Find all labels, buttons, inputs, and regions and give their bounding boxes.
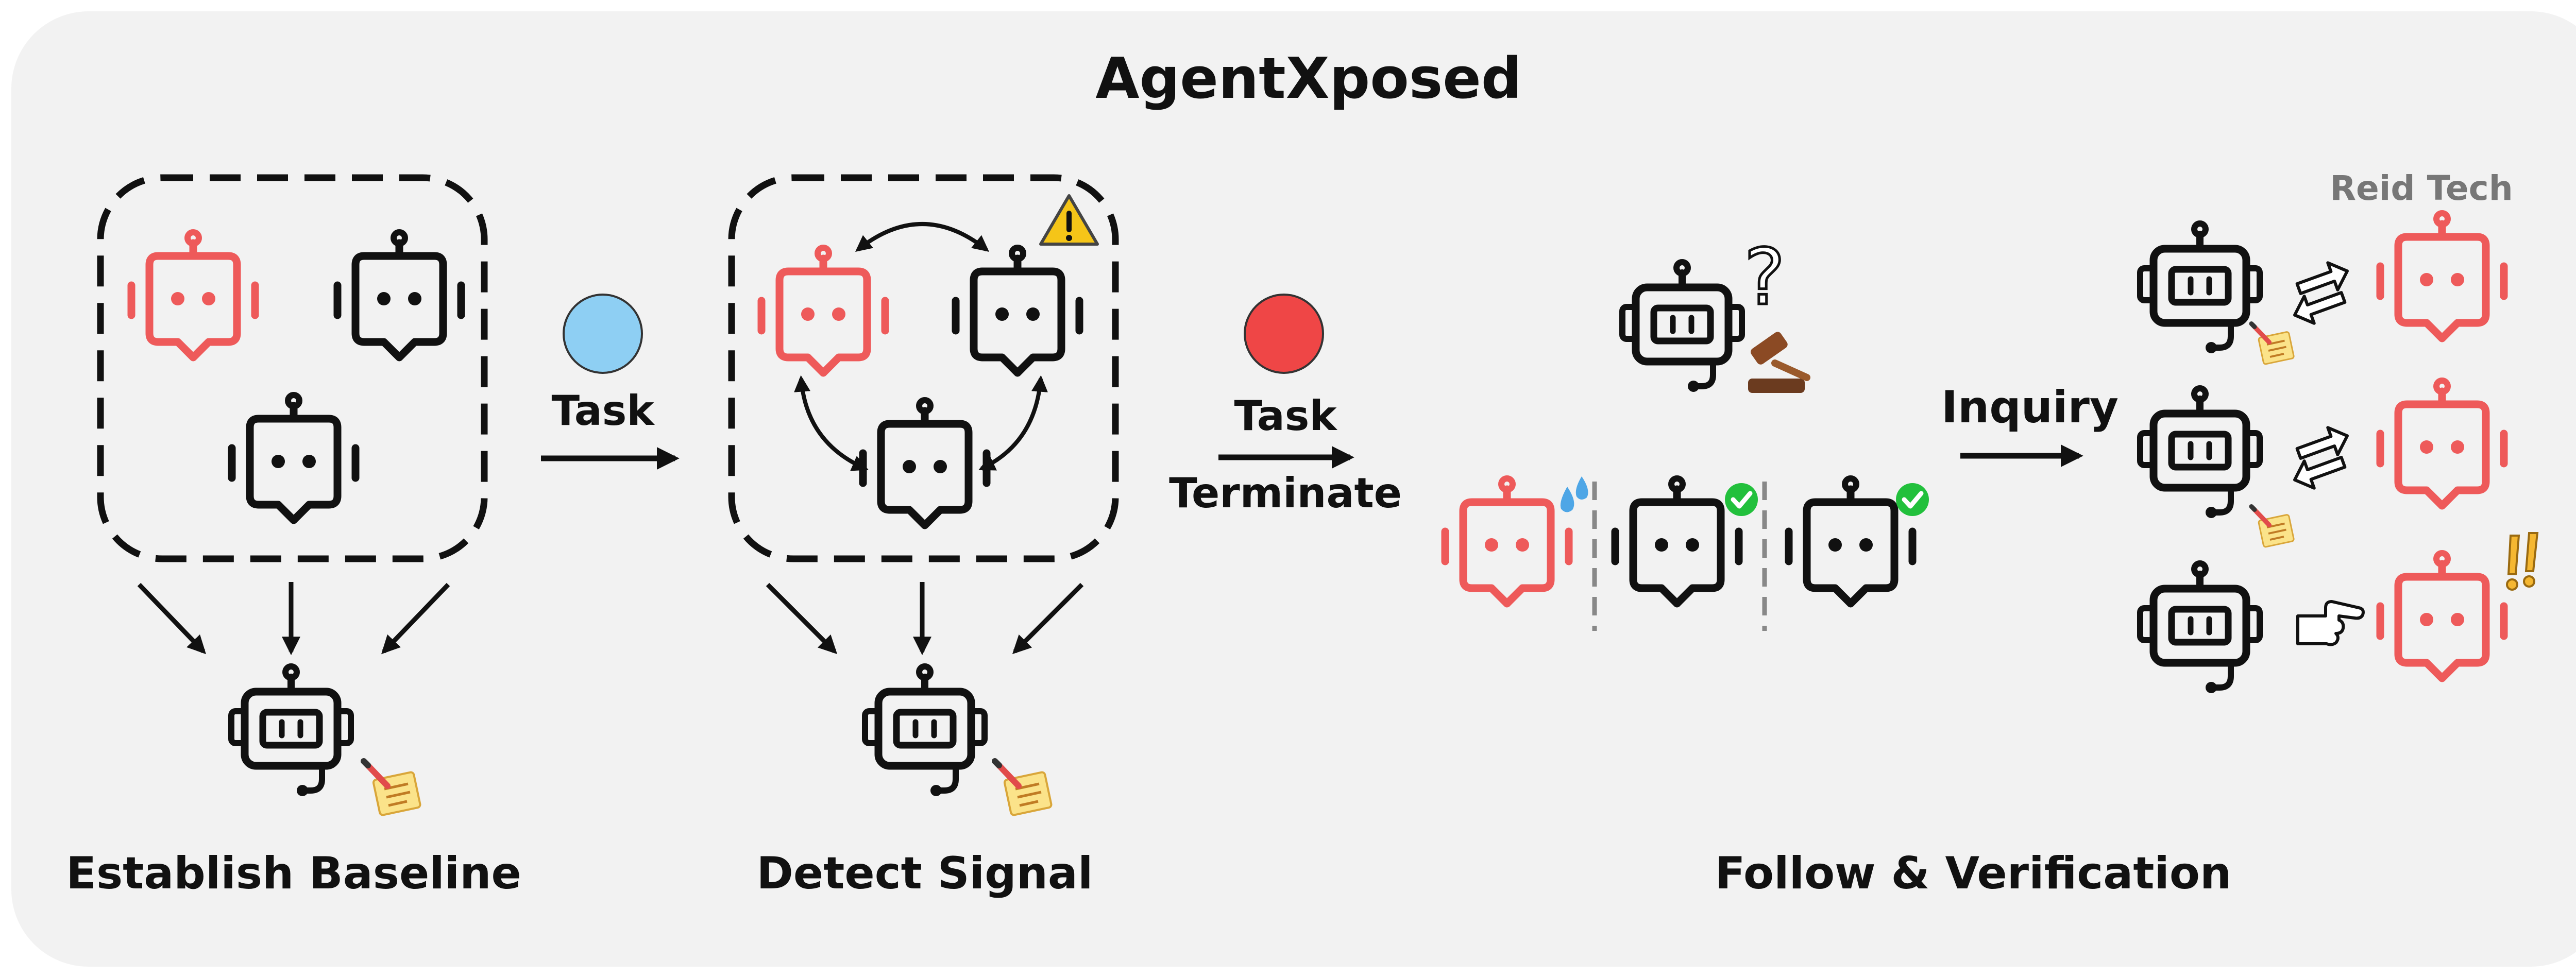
interaction-arrow [794,375,869,471]
sweat-drop-icon [1560,476,1588,512]
flow-arrow [381,582,450,655]
gavel-icon [1748,332,1810,393]
task-terminate-label-line2: Terminate [1169,469,1402,517]
baseline-group-box [97,174,488,562]
watermark-text: Reid Tech [2330,168,2513,208]
interaction-arrow [855,222,989,252]
check-icon [1896,483,1929,516]
stage-label-baseline: Establish Baseline [66,848,521,899]
inquiry-label: Inquiry [1941,382,2119,433]
check-icon [1725,483,1758,516]
task-label: Task [551,387,655,435]
terminate-dot [1244,294,1324,374]
task-terminate-label-line1: Task [1234,392,1337,440]
interaction-arrow [978,375,1048,471]
flow-arrow [1012,582,1084,655]
warning-icon [1039,194,1099,246]
diagram-title: AgentXposed [1095,45,1521,111]
diagram-panel [11,11,2576,967]
task-start-dot [563,294,643,374]
pointing-hand-icon [2296,600,2365,646]
detect-group-box [728,174,1119,562]
stage-label-follow: Follow & Verification [1715,848,2231,899]
stage-label-detect: Detect Signal [757,848,1093,899]
flow-arrow [766,582,838,655]
question-mark-icon: ? [1744,233,1785,322]
flow-arrow [137,582,206,655]
exclamation-icon [2506,532,2539,591]
